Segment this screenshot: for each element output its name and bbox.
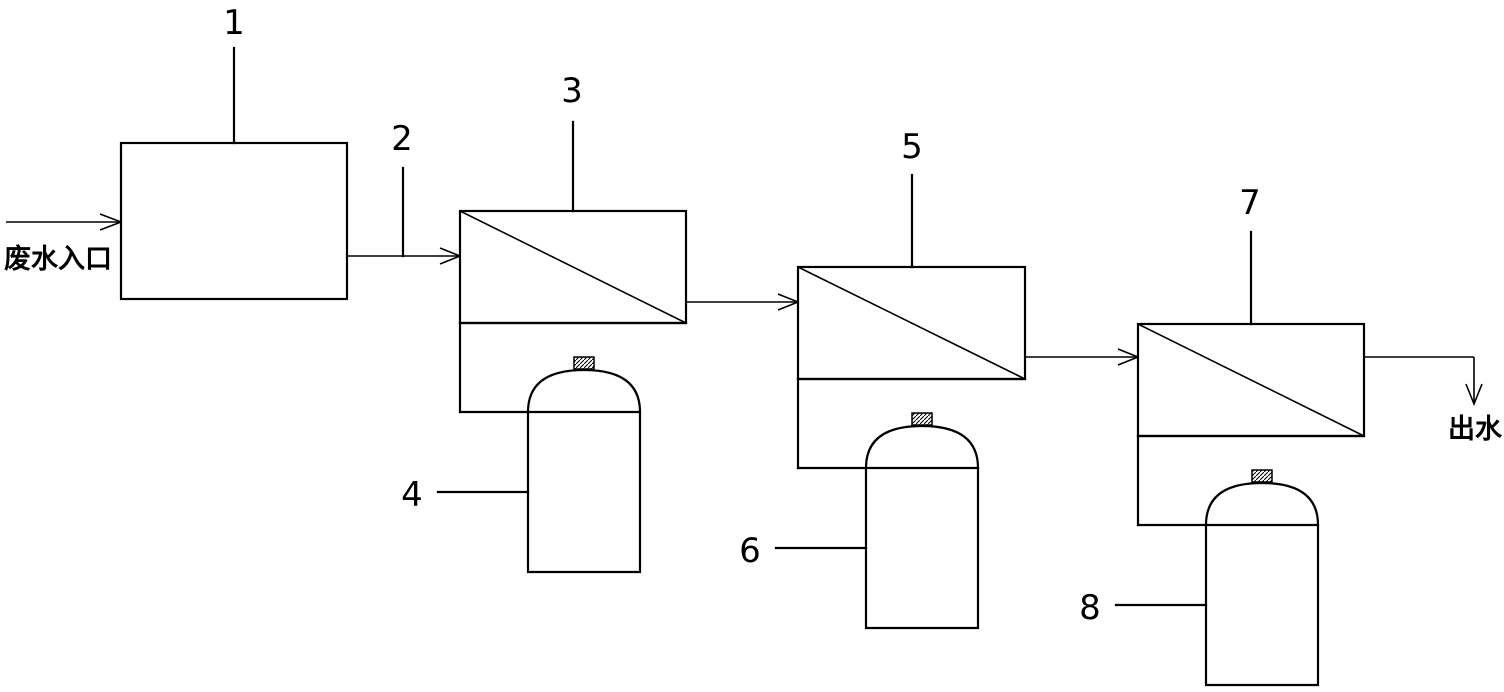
label-4: 4 [401,475,423,515]
outlet-arrow [1364,356,1483,407]
tank-1 [119,141,349,301]
membrane-module-7 [1136,322,1366,438]
label-7: 7 [1239,183,1261,223]
label-6: 6 [739,531,761,571]
regen-tank-6 [864,412,980,630]
regen-tank-8 [1204,469,1320,687]
inlet-label: 废水入口 [4,243,112,275]
inlet-arrow [6,213,124,231]
regen-tank-4 [526,356,642,574]
pipe-5-to-7 [1025,348,1141,366]
label-5: 5 [901,127,923,167]
outlet-label: 出水 [1448,414,1503,445]
membrane-module-3 [458,209,688,325]
label-2: 2 [391,119,413,159]
label-1: 1 [223,3,245,43]
label-8: 8 [1079,588,1101,628]
label-3: 3 [561,71,583,111]
membrane-module-5 [796,265,1027,381]
pipe-3-to-5 [686,293,801,311]
